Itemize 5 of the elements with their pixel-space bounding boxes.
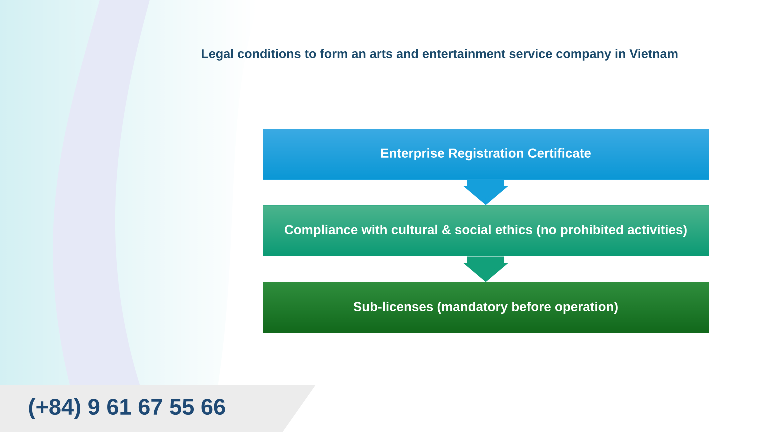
title: Legal conditions to form an arts and entertainment service company in Vietnam (202, 49, 678, 61)
process-box: Sub-licenses (mandatory before operation) (263, 282, 709, 334)
phone-number: (+84) 9 61 67 55 66 (29, 398, 226, 420)
process-box: Compliance with cultural & social ethics (no prohibited activities) (263, 206, 709, 256)
process-box: Enterprise Registration Certificate (263, 129, 709, 180)
